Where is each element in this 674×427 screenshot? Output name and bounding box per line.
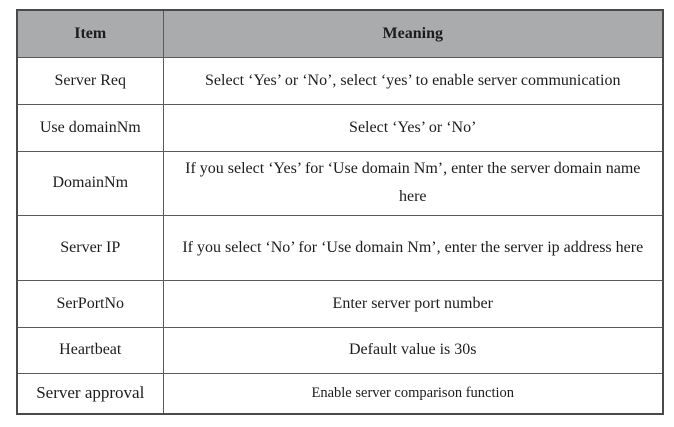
meaning-cell: Enter server port number	[162, 279, 664, 328]
meaning-cell: If you select ‘Yes’ for ‘Use domain Nm’,…	[162, 150, 664, 216]
item-cell: SerPortNo	[16, 279, 164, 328]
item-cell: DomainNm	[16, 150, 164, 216]
meaning-cell: Enable server comparison function	[162, 372, 664, 415]
meaning-cell: Select ‘Yes’ or ‘No’	[162, 103, 664, 152]
item-cell: Heartbeat	[16, 326, 164, 374]
header-row: Item Meaning	[16, 9, 664, 58]
item-cell: Server Req	[16, 56, 164, 105]
meaning-cell: If you select ‘No’ for ‘Use domain Nm’, …	[162, 214, 664, 281]
item-cell: Server IP	[16, 214, 164, 281]
header-cell-meaning: Meaning	[162, 9, 664, 58]
item-cell: Use domainNm	[16, 103, 164, 152]
item-cell: Server approval	[16, 372, 164, 415]
meaning-cell: Default value is 30s	[162, 326, 664, 374]
table-header: Item Meaning	[16, 9, 664, 58]
meaning-cell: Select ‘Yes’ or ‘No’, select ‘yes’ to en…	[162, 56, 664, 105]
header-cell-item: Item	[16, 9, 164, 58]
